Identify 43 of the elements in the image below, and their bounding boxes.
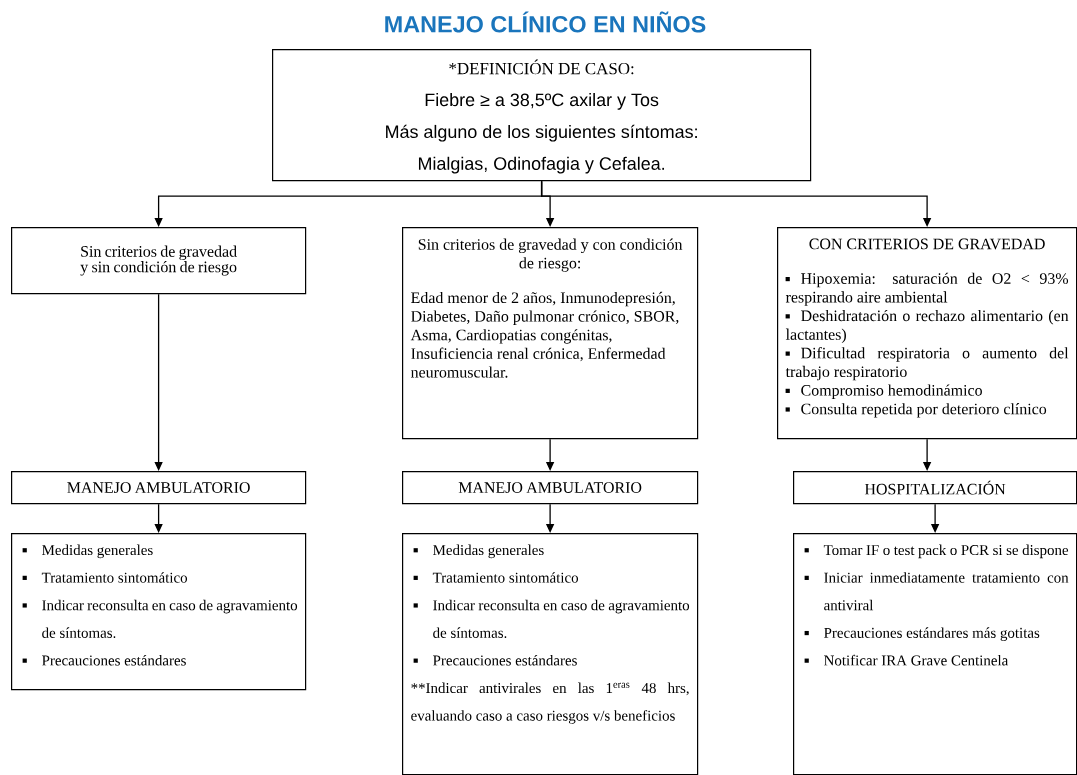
body-text: Mialgias, Odinofagia y Cefalea. <box>418 156 664 174</box>
process-box <box>11 533 307 691</box>
title: MANEJO CLÍNICO EN NIÑOS <box>385 11 706 33</box>
list-item: Deshidratación o rechazo alimentario (en lactantes) <box>785 309 1069 344</box>
process-box <box>402 533 699 775</box>
body-text: Más alguno de los siguientes síntomas: <box>386 124 697 142</box>
list-item: Tratamiento sintomático <box>413 572 579 583</box>
box-label: Sin criterios de gravedad y sin condición de riesgo <box>80 245 237 276</box>
arrow <box>154 503 163 533</box>
arrow <box>540 180 932 227</box>
list-item: Precauciones estándares <box>22 654 186 666</box>
list-item: Medidas generales <box>22 544 153 559</box>
list-item: Precauciones estándares más gotitas <box>804 627 1040 641</box>
process-box <box>11 471 307 505</box>
box-heading: *DEFINICIÓN DE CASO: <box>449 59 634 75</box>
process-box <box>402 227 699 440</box>
body-text: **Indicar antivirales en las 1$^{eras}$ 48 hrs, evaluando caso a caso riesgos v/s beneficios <box>411 682 689 724</box>
box-label: MANEJO AMBULATORIO <box>458 482 642 493</box>
process-box <box>11 227 307 295</box>
body-text: Edad menor de 2 años, Inmunodepresión, Diabetes, Daño pulmonar crónico, SBOR, Asma, Cardiopatias congénitas, Insuficiencia renal crónica, Enfermedad neuromuscular. <box>410 291 679 378</box>
list-item: Consulta repetida por deterioro clínico <box>785 403 1047 418</box>
box-heading: CON CRITERIOS DE GRAVEDAD <box>809 238 1045 250</box>
process-box <box>793 471 1077 505</box>
list-item: Indicar reconsulta en caso de agravamiento de síntomas. <box>22 599 298 638</box>
body-text: Fiebre ≥ a 38,5ºC axilar y Tos <box>425 93 659 110</box>
list-item: Iniciar inmediatamente tratamiento con antiviral <box>804 572 1069 611</box>
list-item: Medidas generales <box>413 544 544 559</box>
list-item: Dificultad respiratoria o aumento del trabajo respiratorio <box>785 347 1069 381</box>
arrow <box>154 293 163 471</box>
list-item: Indicar reconsulta en caso de agravamiento de síntomas. <box>413 599 690 638</box>
box-label: MANEJO AMBULATORIO <box>67 482 250 493</box>
process-box <box>272 49 812 182</box>
list-item: Precauciones estándares <box>413 654 577 666</box>
list-item: Tratamiento sintomático <box>22 572 188 583</box>
list-item: Notificar IRA Grave Centinela <box>804 654 1009 666</box>
process-box <box>402 471 699 505</box>
process-box <box>777 227 1077 440</box>
list-item: Hipoxemia: saturación de O2 < 93% respirando aire ambiental <box>785 272 1069 306</box>
list-item: Tomar IF o test pack o PCR si se dispone <box>804 544 1069 559</box>
box-label: HOSPITALIZACIÓN <box>864 480 1006 495</box>
process-box <box>793 533 1077 775</box>
box-heading: Sin criterios de gravedad y con condición de riesgo: <box>418 238 683 272</box>
list-item: Compromiso hemodinámico <box>785 384 982 399</box>
